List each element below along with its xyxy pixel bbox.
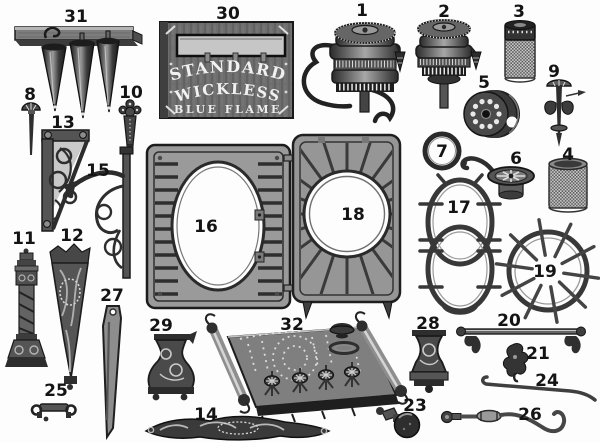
part-32-stove-tray (204, 311, 409, 425)
part-label-24: 24 (535, 371, 559, 391)
part-21-ornament-clip (502, 343, 529, 383)
part-15-ornate-bracket (62, 146, 134, 279)
part-label-31: 31 (64, 7, 88, 27)
part-8-spike (21, 102, 41, 155)
part-label-7: 7 (436, 142, 448, 162)
part-label-2: 2 (438, 2, 450, 22)
part-label-23: 23 (403, 396, 427, 416)
part-label-16: 16 (194, 217, 218, 237)
part-label-12: 12 (60, 226, 84, 246)
part-30-brand-plaque: STANDARD WICKLESS BLUE FLAME (159, 21, 294, 119)
part-25-foot-bracket (30, 403, 77, 422)
part-24-bent-rod (481, 375, 597, 402)
part-6-cap-with-lever (460, 156, 535, 200)
part-label-14: 14 (194, 405, 218, 425)
part-label-28: 28 (416, 314, 440, 334)
part-label-27: 27 (100, 286, 124, 306)
part-label-17: 17 (447, 198, 471, 218)
part-28-ornate-foot (409, 330, 449, 393)
part-3-chimney (504, 20, 536, 83)
part-label-5: 5 (478, 73, 490, 93)
part-5-wick-disc (463, 90, 520, 138)
part-label-9: 9 (548, 62, 560, 82)
part-label-18: 18 (341, 205, 365, 225)
part-label-11: 11 (12, 229, 36, 249)
part-1-burner-with-pipe (301, 22, 406, 124)
part-label-4: 4 (562, 145, 574, 165)
part-label-21: 21 (526, 344, 550, 364)
part-label-20: 20 (497, 311, 521, 331)
part-13-ornate-bracket (41, 129, 90, 232)
part-label-10: 10 (119, 83, 143, 103)
part-12-ornate-leg (49, 243, 91, 390)
part-23-ball-valve (376, 407, 421, 439)
part-label-8: 8 (24, 85, 36, 105)
part-7-ring (422, 131, 462, 171)
part-29-ornate-foot (147, 331, 197, 401)
part-19-round-wire-grate (494, 218, 600, 324)
part-label-13: 13 (51, 113, 75, 133)
part-label-32: 32 (280, 315, 304, 335)
part-label-19: 19 (533, 262, 557, 282)
part-2-burner (415, 19, 482, 109)
part-label-30: 30 (216, 4, 240, 24)
part-18-spoked-frame (291, 133, 402, 320)
part-label-25: 25 (44, 381, 68, 401)
part-10-escutcheon (118, 99, 142, 149)
part-27-blade-leg (101, 305, 123, 441)
part-label-26: 26 (518, 405, 542, 425)
part-label-6: 6 (510, 149, 522, 169)
part-14-ornate-handle (144, 415, 331, 441)
part-11-column-leg (5, 248, 48, 367)
part-label-1: 1 (356, 1, 368, 21)
part-label-3: 3 (513, 2, 525, 22)
part-label-15: 15 (86, 161, 110, 181)
part-label-29: 29 (149, 316, 173, 336)
part-26-pipe-with-union (440, 409, 567, 434)
wick-knobs (263, 362, 361, 396)
part-20-rod-bar (456, 326, 586, 354)
part-9-spindle-with-wing (544, 79, 586, 147)
part-31-shelf-bracket-with-cones (14, 26, 143, 119)
plaque-brand-line-3: BLUE FLAME (174, 103, 282, 116)
part-16-grate-frame (145, 143, 306, 310)
part-number-labels: 31 30 1 2 3 8 10 9 13 5 15 7 6 4 16 18 1… (12, 1, 574, 425)
part-17-oval-wire-grate (418, 173, 502, 315)
part-4-mesh-cylinder (548, 157, 588, 213)
